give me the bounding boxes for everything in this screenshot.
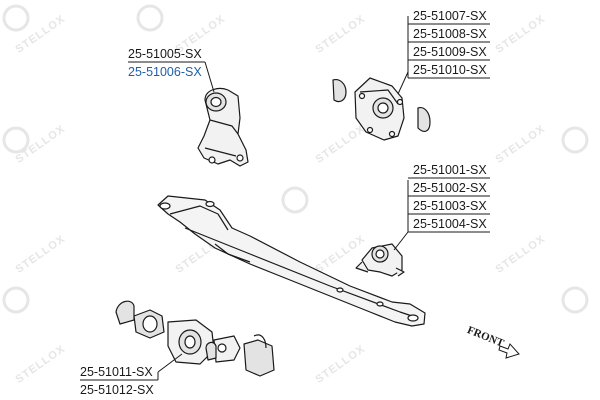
rear-mount-labels: 25-51001-SX 25-51002-SX 25-51003-SX 25-5…	[408, 163, 490, 231]
right-mount	[332, 77, 431, 141]
watermark-text: STELLOX	[493, 13, 547, 56]
part-code-label: 25-51009-SX	[413, 45, 487, 59]
part-code-label: 25-51002-SX	[413, 181, 487, 195]
part-code-label: 25-51007-SX	[413, 9, 487, 23]
leader-lines	[80, 16, 490, 381]
crossmember	[157, 195, 426, 327]
watermark-layer: STELLOX STELLOX STELLOX STELLOX STELLOX …	[2, 4, 589, 386]
part-code-label: 25-51001-SX	[413, 163, 487, 177]
part-code-label: 25-51005-SX	[128, 47, 202, 61]
right-mount-labels: 25-51007-SX 25-51008-SX 25-51009-SX 25-5…	[408, 9, 490, 77]
part-code-label: 25-51012-SX	[80, 383, 154, 397]
rear-mount	[355, 243, 405, 277]
watermark-text: STELLOX	[313, 123, 367, 166]
part-code-label: 25-51011-SX	[80, 365, 153, 379]
watermark-text: STELLOX	[313, 13, 367, 56]
front-indicator: FRONT	[465, 324, 520, 359]
watermark-text: STELLOX	[13, 233, 67, 276]
part-code-label: 25-51003-SX	[413, 199, 487, 213]
front-arrow-icon	[498, 343, 520, 359]
watermark-text: STELLOX	[493, 233, 547, 276]
bottom-mount	[115, 300, 275, 377]
part-code-label: 25-51010-SX	[413, 63, 487, 77]
part-code-label-highlighted: 25-51006-SX	[128, 65, 202, 79]
watermark-text: STELLOX	[13, 343, 67, 386]
part-code-label: 25-51008-SX	[413, 27, 487, 41]
watermark-text: STELLOX	[313, 343, 367, 386]
left-mount-labels: 25-51005-SX 25-51006-SX	[128, 47, 202, 79]
bottom-mount-labels: 25-51011-SX 25-51012-SX	[80, 365, 154, 397]
left-mount	[197, 87, 249, 167]
watermark-text: STELLOX	[13, 13, 67, 56]
watermark-text: STELLOX	[493, 123, 547, 166]
part-code-label: 25-51004-SX	[413, 217, 487, 231]
